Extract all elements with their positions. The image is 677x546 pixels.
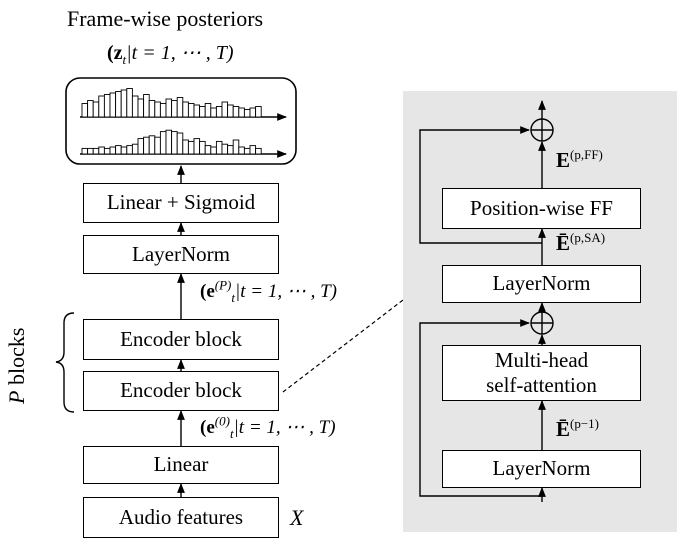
posterior-bar-top — [131, 95, 139, 118]
posterior-bar-bottom — [176, 132, 184, 155]
audio-features-box: Audio features — [83, 497, 279, 538]
posterior-bar-bottom — [221, 143, 229, 155]
posterior-bar-top — [193, 104, 201, 118]
posterior-bar-bottom — [182, 139, 189, 155]
layernorm-bottom-box: LayerNorm — [442, 450, 641, 488]
p-blocks-label: P blocks — [4, 327, 29, 404]
posterior-bar-bottom — [120, 146, 128, 155]
posterior-bar-top — [165, 98, 173, 118]
layernorm-top-box: LayerNorm — [442, 265, 641, 303]
posterior-bar-bottom — [255, 147, 262, 155]
posterior-bars-bottom — [81, 129, 262, 155]
posterior-bar-bottom — [215, 140, 223, 155]
input-embedding-label: (e(0)t|t = 1, ⋯ , T) — [200, 413, 336, 441]
posterior-bar-bottom — [131, 143, 139, 155]
x-variable-label: X — [290, 505, 304, 530]
posterior-bar-top — [215, 106, 223, 118]
posterior-bar-bottom — [210, 146, 217, 155]
output-embedding-label: (e(P)t|t = 1, ⋯ , T) — [200, 277, 337, 305]
posterior-bar-bottom — [115, 145, 122, 155]
posterior-bar-top — [87, 100, 94, 118]
posterior-bar-bottom — [109, 146, 117, 155]
posterior-bar-top — [232, 106, 240, 118]
p-blocks-brace — [55, 312, 75, 413]
posterior-bar-top — [137, 98, 145, 118]
posterior-bar-top — [187, 103, 195, 118]
posterior-bar-bottom — [227, 145, 234, 155]
posterior-bar-top — [98, 95, 105, 118]
posterior-bar-bottom — [103, 147, 111, 155]
e-sa-label: Ē(p,SA) — [556, 230, 606, 255]
posterior-label: (zt|t = 1, ⋯ , T) — [107, 42, 234, 67]
posterior-bar-top — [154, 101, 161, 118]
posterior-bar-top — [109, 92, 117, 118]
posterior-bar-top — [199, 106, 206, 118]
posterior-bar-bottom — [81, 147, 89, 155]
posterior-bars-top — [81, 88, 262, 118]
position-wise-ff-box: Position-wise FF — [442, 188, 641, 229]
posterior-bar-bottom — [159, 131, 167, 155]
posterior-bar-top — [255, 106, 262, 118]
posterior-bar-bottom — [171, 131, 178, 155]
posterior-bar-top — [92, 101, 100, 118]
posterior-bar-bottom — [143, 136, 150, 155]
diagram-title: Frame-wise posteriors — [67, 6, 264, 31]
posterior-bar-top — [176, 97, 184, 118]
posterior-bar-top — [204, 103, 212, 118]
posterior-bar-bottom — [232, 139, 240, 155]
residual-bottom — [419, 319, 542, 497]
posterior-bar-bottom — [238, 146, 245, 155]
posterior-bar-bottom — [249, 145, 257, 155]
posterior-bar-top — [120, 89, 128, 118]
posterior-bar-top — [143, 94, 150, 118]
posterior-bar-top — [221, 101, 229, 118]
posterior-bar-bottom — [243, 147, 251, 155]
posterior-bar-bottom — [199, 140, 206, 155]
posterior-bar-top — [126, 88, 133, 118]
zoom-dashed-line — [282, 299, 404, 393]
posterior-bar-bottom — [87, 147, 94, 155]
encoder-block-top: Encoder block — [83, 319, 279, 360]
posterior-bar-top — [243, 109, 251, 118]
posterior-bar-top — [115, 91, 122, 118]
posterior-bar-bottom — [187, 140, 195, 155]
posterior-bar-bottom — [98, 146, 105, 155]
posterior-bar-top — [210, 107, 217, 118]
layernorm-box: LayerNorm — [83, 235, 279, 274]
e-prev-label: Ē(p−1) — [556, 416, 600, 441]
posterior-bar-bottom — [165, 129, 173, 155]
encoder-block-bottom: Encoder block — [83, 371, 279, 411]
posterior-bar-top — [171, 100, 178, 118]
posterior-bar-top — [103, 94, 111, 118]
posterior-bar-bottom — [92, 147, 100, 155]
linear-sigmoid-box: Linear + Sigmoid — [83, 183, 279, 223]
posterior-bar-top — [182, 101, 189, 118]
e-ff-label: E(p,FF) — [556, 147, 603, 172]
posterior-bar-top — [81, 103, 89, 118]
posterior-bar-bottom — [148, 135, 156, 155]
posterior-bar-top — [249, 107, 257, 118]
posterior-bar-top — [227, 104, 234, 118]
posterior-bar-bottom — [193, 138, 201, 155]
posterior-bar-top — [148, 100, 156, 118]
linear-box: Linear — [83, 446, 279, 484]
posterior-bar-bottom — [204, 145, 212, 155]
posterior-bar-top — [159, 103, 167, 118]
posterior-bar-top — [238, 107, 245, 118]
posterior-bar-bottom — [137, 138, 145, 155]
residual-top — [419, 126, 542, 244]
posterior-bar-bottom — [154, 136, 161, 155]
posterior-bar-bottom — [126, 145, 133, 155]
